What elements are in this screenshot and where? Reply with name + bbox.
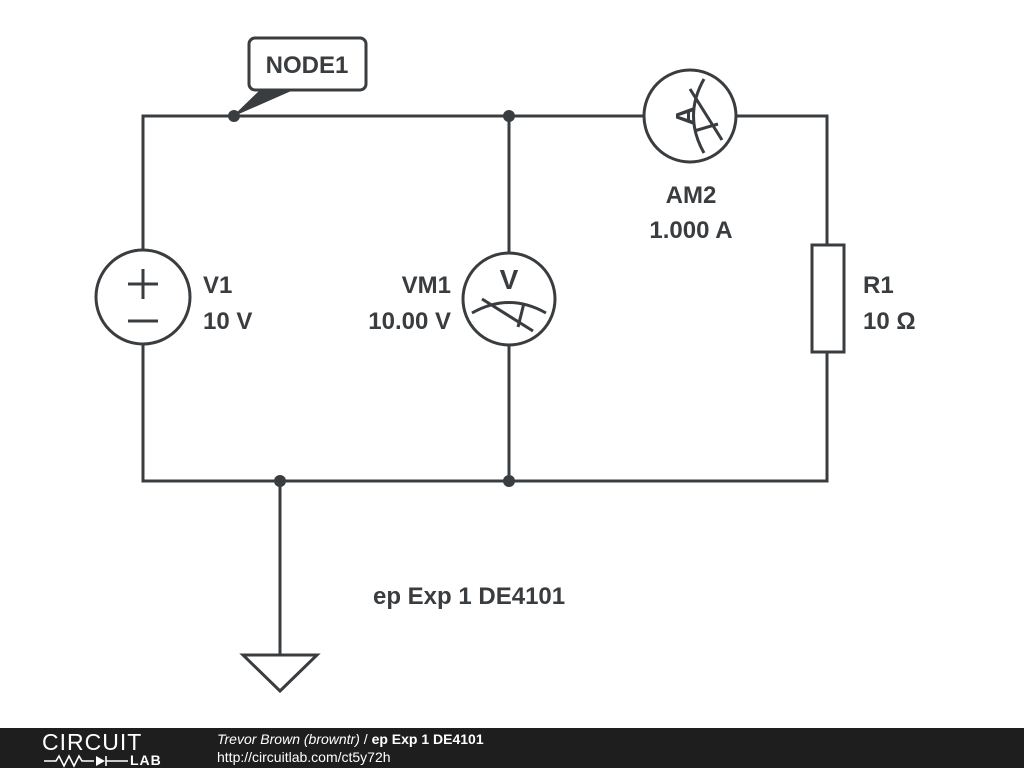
ground-icon <box>239 653 321 694</box>
wire-top-left <box>141 114 643 250</box>
am2-value: 1.000 A <box>649 217 732 244</box>
callout-pointer <box>232 88 298 117</box>
ammeter-symbol <box>642 68 738 164</box>
r1-value: 10 Ω <box>863 308 916 335</box>
meter-tick-icon <box>516 302 526 328</box>
meter-needle-icon <box>481 297 534 333</box>
ammeter-glyph: A <box>670 106 701 126</box>
voltage-source-v1[interactable] <box>94 248 192 346</box>
voltmeter-symbol <box>461 251 557 347</box>
vm1-value: 10.00 V <box>368 308 451 335</box>
r1-name: R1 <box>863 272 894 299</box>
voltmeter-glyph: V <box>500 264 519 295</box>
meter-tick-icon <box>693 122 719 133</box>
author-link[interactable]: Trevor Brown (browntr) <box>217 731 360 747</box>
node-label: NODE1 <box>266 52 349 79</box>
circuit-schematic: NODE1 V1 10 V V VM1 10.00 V A AM2 1.000 … <box>94 36 916 694</box>
v1-name: V1 <box>203 272 232 299</box>
v1-value: 10 V <box>203 308 252 335</box>
resistor-symbol <box>810 243 846 354</box>
voltmeter-vm1[interactable]: V <box>461 251 557 347</box>
resistor-r1[interactable] <box>810 243 846 354</box>
meter-scale-icon <box>471 301 547 315</box>
circuit-title: ep Exp 1 DE4101 <box>373 583 565 610</box>
credit-line: Trevor Brown (browntr) / ep Exp 1 DE4101 <box>217 731 484 748</box>
junction-bottom <box>503 475 515 487</box>
logo-text-bottom: LAB <box>130 752 162 768</box>
meter-scale-icon <box>692 78 706 154</box>
meter-needle-icon <box>688 88 724 141</box>
credit-separator: / <box>359 731 372 747</box>
footer-bar: CIRCUIT LAB Trevor Brown (browntr) / ep … <box>0 728 1024 768</box>
logo-text-top: CIRCUIT <box>42 729 143 755</box>
vm1-name: VM1 <box>402 272 451 299</box>
junction-top <box>503 110 515 122</box>
callout-box <box>247 36 368 92</box>
circuit-title-link[interactable]: ep Exp 1 DE4101 <box>371 731 484 747</box>
ground-symbol[interactable] <box>239 653 321 694</box>
wires <box>141 114 829 655</box>
circuitlab-logo[interactable]: CIRCUIT LAB <box>42 730 182 768</box>
resistor-diode-icon <box>44 754 128 768</box>
wire-top-right <box>737 114 829 245</box>
ammeter-am2[interactable]: A <box>642 68 738 164</box>
wire-right-bottom <box>141 345 829 483</box>
node1-callout[interactable]: NODE1 <box>232 36 368 117</box>
junction-ground <box>274 475 286 487</box>
am2-name: AM2 <box>666 182 717 209</box>
circuit-url[interactable]: http://circuitlab.com/ct5y72h <box>217 749 391 765</box>
